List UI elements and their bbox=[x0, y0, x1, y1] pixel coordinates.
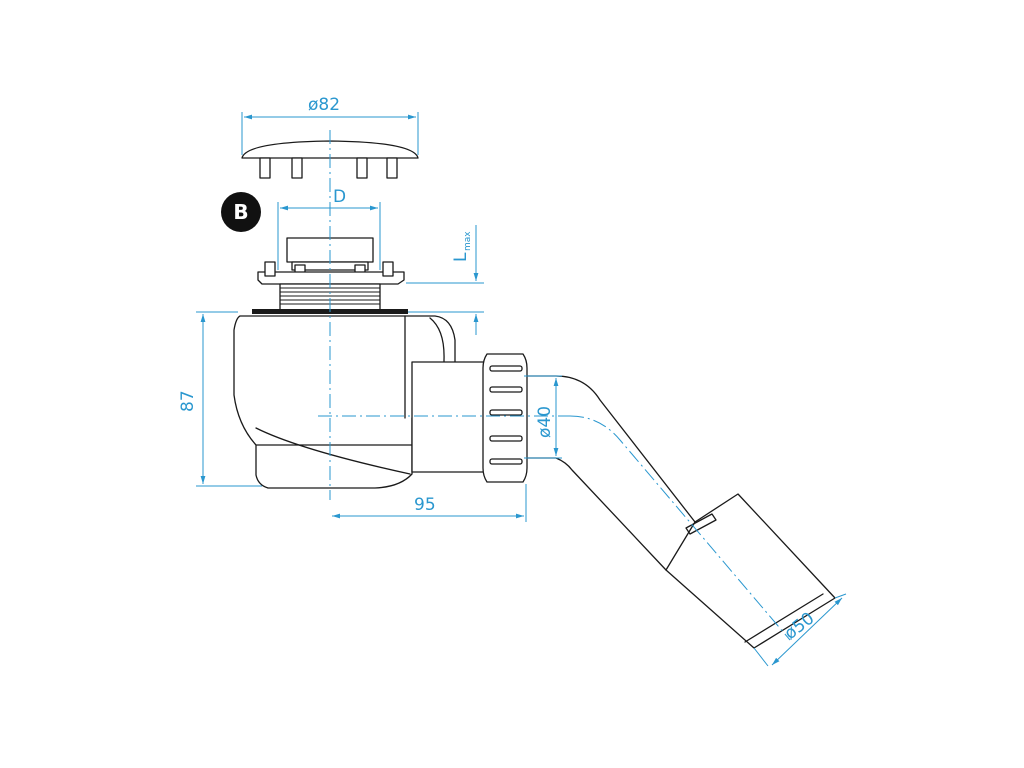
offset-width-label: 95 bbox=[414, 495, 436, 515]
cap-diameter-label: ø82 bbox=[308, 95, 340, 115]
trap-body bbox=[233, 315, 495, 489]
dimension-lines bbox=[196, 112, 847, 667]
variant-badge: B bbox=[221, 192, 261, 232]
height-label: 87 bbox=[178, 390, 198, 412]
plug-valve bbox=[257, 237, 405, 285]
plug-diameter-label: D bbox=[333, 187, 346, 207]
center-lines bbox=[318, 130, 791, 641]
outlet-diameter-label: ø40 bbox=[535, 406, 555, 438]
l-max-subscript: max bbox=[463, 231, 473, 251]
union-nut bbox=[482, 353, 528, 483]
l-max-label: L bbox=[451, 252, 471, 262]
variant-badge-label: B bbox=[233, 200, 248, 224]
